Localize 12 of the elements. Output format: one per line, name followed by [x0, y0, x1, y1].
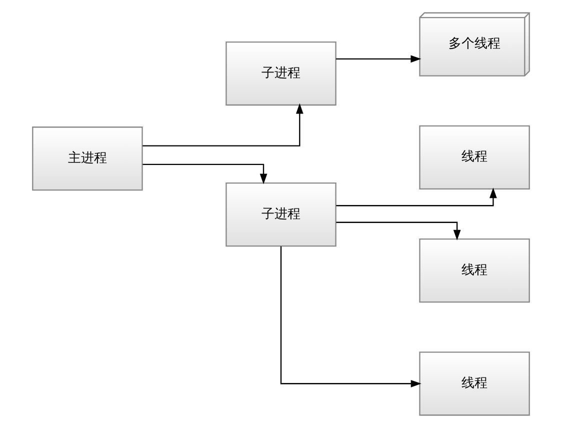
arrow — [280, 246, 422, 388]
node-box: 线程 — [419, 352, 530, 416]
arrow — [142, 164, 268, 184]
arrow — [336, 222, 461, 240]
node-box: 主进程 — [32, 126, 143, 191]
node-box: 子进程 — [226, 41, 336, 106]
arrow — [142, 103, 304, 146]
arrow — [336, 188, 497, 206]
node-box: 子进程 — [226, 182, 336, 247]
arrow — [336, 55, 422, 63]
node-box: 线程 — [419, 238, 530, 303]
node-box: 线程 — [419, 125, 530, 190]
